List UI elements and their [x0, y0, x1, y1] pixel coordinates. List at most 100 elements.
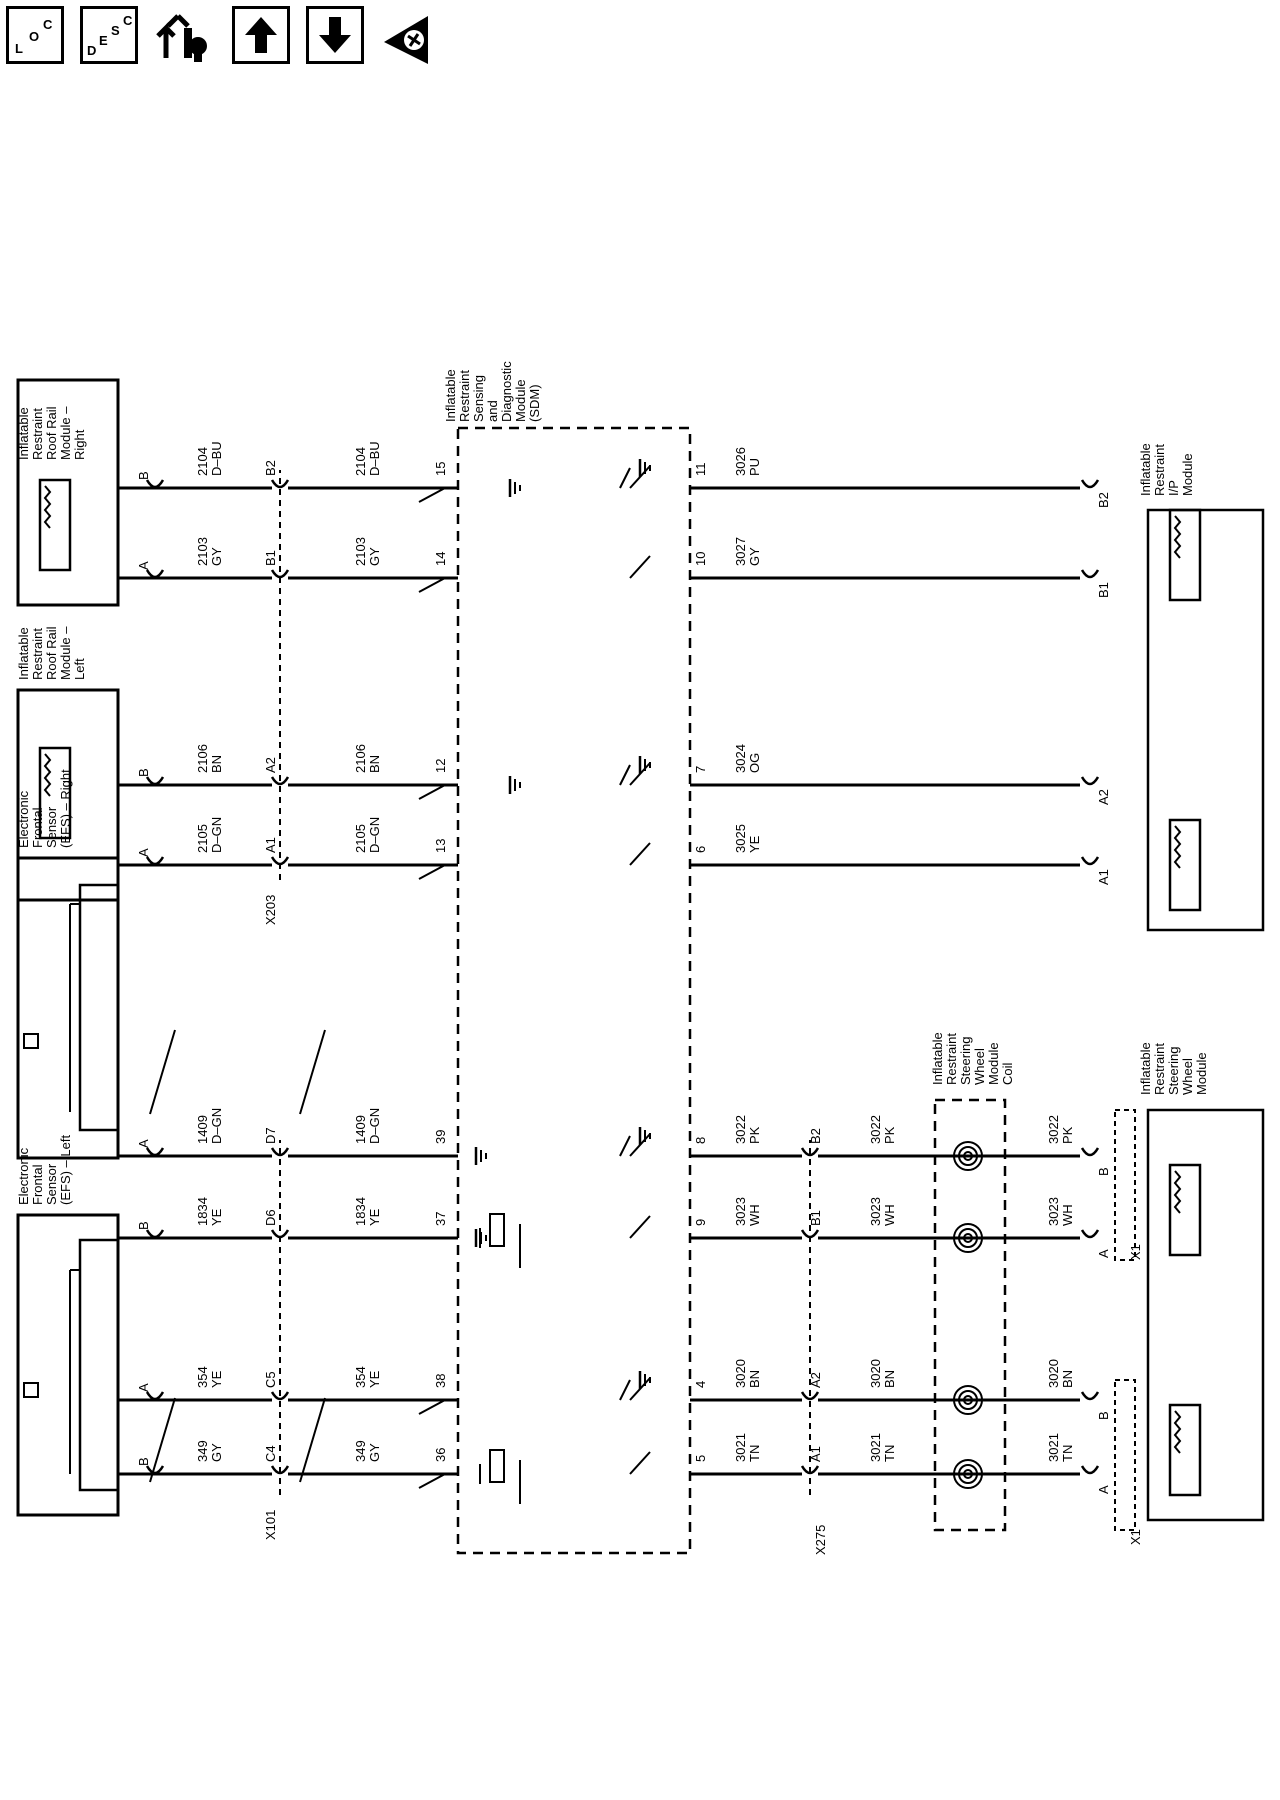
circuit-number: 3021	[733, 1433, 748, 1462]
shield-drain	[149, 1029, 176, 1115]
roof-left-label-line: Inflatable	[16, 627, 31, 680]
circuit-number: 3023	[868, 1197, 883, 1226]
circuit-color: WH	[882, 1204, 897, 1226]
circuit-color: TN	[747, 1445, 762, 1462]
efs-right-label-line: Frontal	[30, 807, 45, 848]
steering-module-label-line: Steering	[1166, 1047, 1181, 1095]
inline-connector-terminal	[270, 776, 290, 786]
steering-module-label-line: Module	[1194, 1052, 1209, 1095]
sdm-pin-label: 6	[693, 846, 708, 853]
inline-connector-terminal	[800, 1391, 820, 1401]
steering-module-box	[1146, 1108, 1265, 1522]
circuit-color: WH	[747, 1204, 762, 1226]
desc-letter-e: E	[99, 33, 108, 48]
circuit-number: 2104	[195, 447, 210, 476]
sdm-pin-label: 5	[693, 1455, 708, 1462]
module-pin-label: B2	[1096, 492, 1111, 508]
circuit-number: 3020	[733, 1359, 748, 1388]
desc-button[interactable]: D E S C	[80, 6, 138, 64]
circuit-number: 2106	[195, 744, 210, 773]
loc-letter-o: O	[29, 29, 40, 44]
sdm-switch	[629, 555, 651, 579]
circuit-number: 3021	[868, 1433, 883, 1462]
circuit-color: D–GN	[367, 817, 382, 853]
module-terminal	[1080, 1229, 1100, 1239]
circuit-color: D–BU	[367, 441, 382, 476]
ip-module-label-line: Inflatable	[1138, 443, 1153, 496]
coil-label-line: Module	[986, 1042, 1001, 1085]
circuit-number: 1409	[195, 1115, 210, 1144]
circuit-number: 2104	[353, 447, 368, 476]
circuit-color: BN	[1060, 1370, 1075, 1388]
circuit-number: 3023	[1046, 1197, 1061, 1226]
sdm-pin-label: 15	[433, 462, 448, 476]
circuit-number: 2106	[353, 744, 368, 773]
connector-x203: X203	[263, 895, 278, 925]
component-pin-label: A	[136, 1139, 151, 1148]
coil-label-line: Wheel	[972, 1048, 987, 1085]
connector-pin-label: A1	[263, 837, 278, 853]
x1-connector-block	[1114, 1379, 1136, 1531]
ip-deployment-loop	[1173, 515, 1182, 559]
circuit-number: 354	[195, 1366, 210, 1388]
coil-label-line: Steering	[958, 1037, 973, 1085]
component-pin-label: A	[136, 848, 151, 857]
sdm-shorting-bar	[418, 864, 446, 880]
circuit-number: 2105	[353, 824, 368, 853]
clockspring-coil	[958, 1228, 978, 1248]
sensor-ground-marker	[23, 1033, 39, 1049]
schematic-nav-button[interactable]	[154, 6, 216, 68]
circuit-number: 3026	[733, 447, 748, 476]
circuit-color: TN	[882, 1445, 897, 1462]
roof-right-label-line: Restraint	[30, 408, 45, 460]
steering-deployment-loop	[1168, 1403, 1202, 1497]
sdm-pin-label: 4	[693, 1381, 708, 1388]
ip-module-box	[1146, 508, 1265, 932]
sdm-resistor	[489, 1213, 505, 1247]
connector-x275: X275	[813, 1525, 828, 1555]
shield-drain	[299, 1397, 326, 1483]
module-pin-label: A1	[1096, 869, 1111, 885]
next-button[interactable]	[306, 6, 364, 64]
circuit-color: GY	[367, 547, 382, 566]
steering-module-label-line: Restraint	[1152, 1043, 1167, 1095]
circuit-color: WH	[1060, 1204, 1075, 1226]
sdm-shorting-bar	[418, 1473, 446, 1489]
connector-pin-label: A2	[808, 1372, 823, 1388]
circuit-color: YE	[209, 1208, 224, 1226]
clockspring-coil	[953, 1459, 983, 1489]
circuit-color: GY	[209, 547, 224, 566]
clockspring-coil	[953, 1385, 983, 1415]
sdm-shorting-bar	[418, 1399, 446, 1415]
circuit-number: 2105	[195, 824, 210, 853]
module-pin-label: A	[1096, 1485, 1111, 1494]
previous-button[interactable]	[232, 6, 290, 64]
module-terminal	[1080, 776, 1100, 786]
circuit-number: 3024	[733, 744, 748, 773]
coil-label-line: Coil	[1000, 1062, 1015, 1085]
up-arrow-icon	[245, 17, 277, 53]
roof-right-label-line: Inflatable	[16, 407, 31, 460]
sdm-ground-lead	[619, 467, 631, 489]
circuit-color: OG	[747, 753, 762, 773]
warning-icon	[384, 16, 428, 64]
circuit-number: 1409	[353, 1115, 368, 1144]
module-terminal	[1080, 569, 1100, 579]
sdm-resistor	[489, 1449, 505, 1483]
roof-right-deployment-loop	[38, 478, 72, 572]
circuit-number: 349	[353, 1440, 368, 1462]
module-terminal	[1080, 1147, 1100, 1157]
sdm-switch	[629, 1451, 651, 1475]
efs-right-sensor	[78, 883, 120, 1132]
loc-button[interactable]: L O C	[6, 6, 64, 64]
module-terminal	[1080, 1465, 1100, 1475]
sdm-switch	[629, 842, 651, 866]
roof-right-label-line: Module –	[58, 406, 73, 460]
warning-button[interactable]	[380, 6, 442, 68]
ip-deployment-loop	[1173, 825, 1182, 869]
connector-pin-label: A2	[263, 757, 278, 773]
sdm-ground-lead	[619, 764, 631, 786]
circuit-number: 349	[195, 1440, 210, 1462]
inline-connector-terminal	[270, 1391, 290, 1401]
component-terminal	[145, 776, 165, 786]
